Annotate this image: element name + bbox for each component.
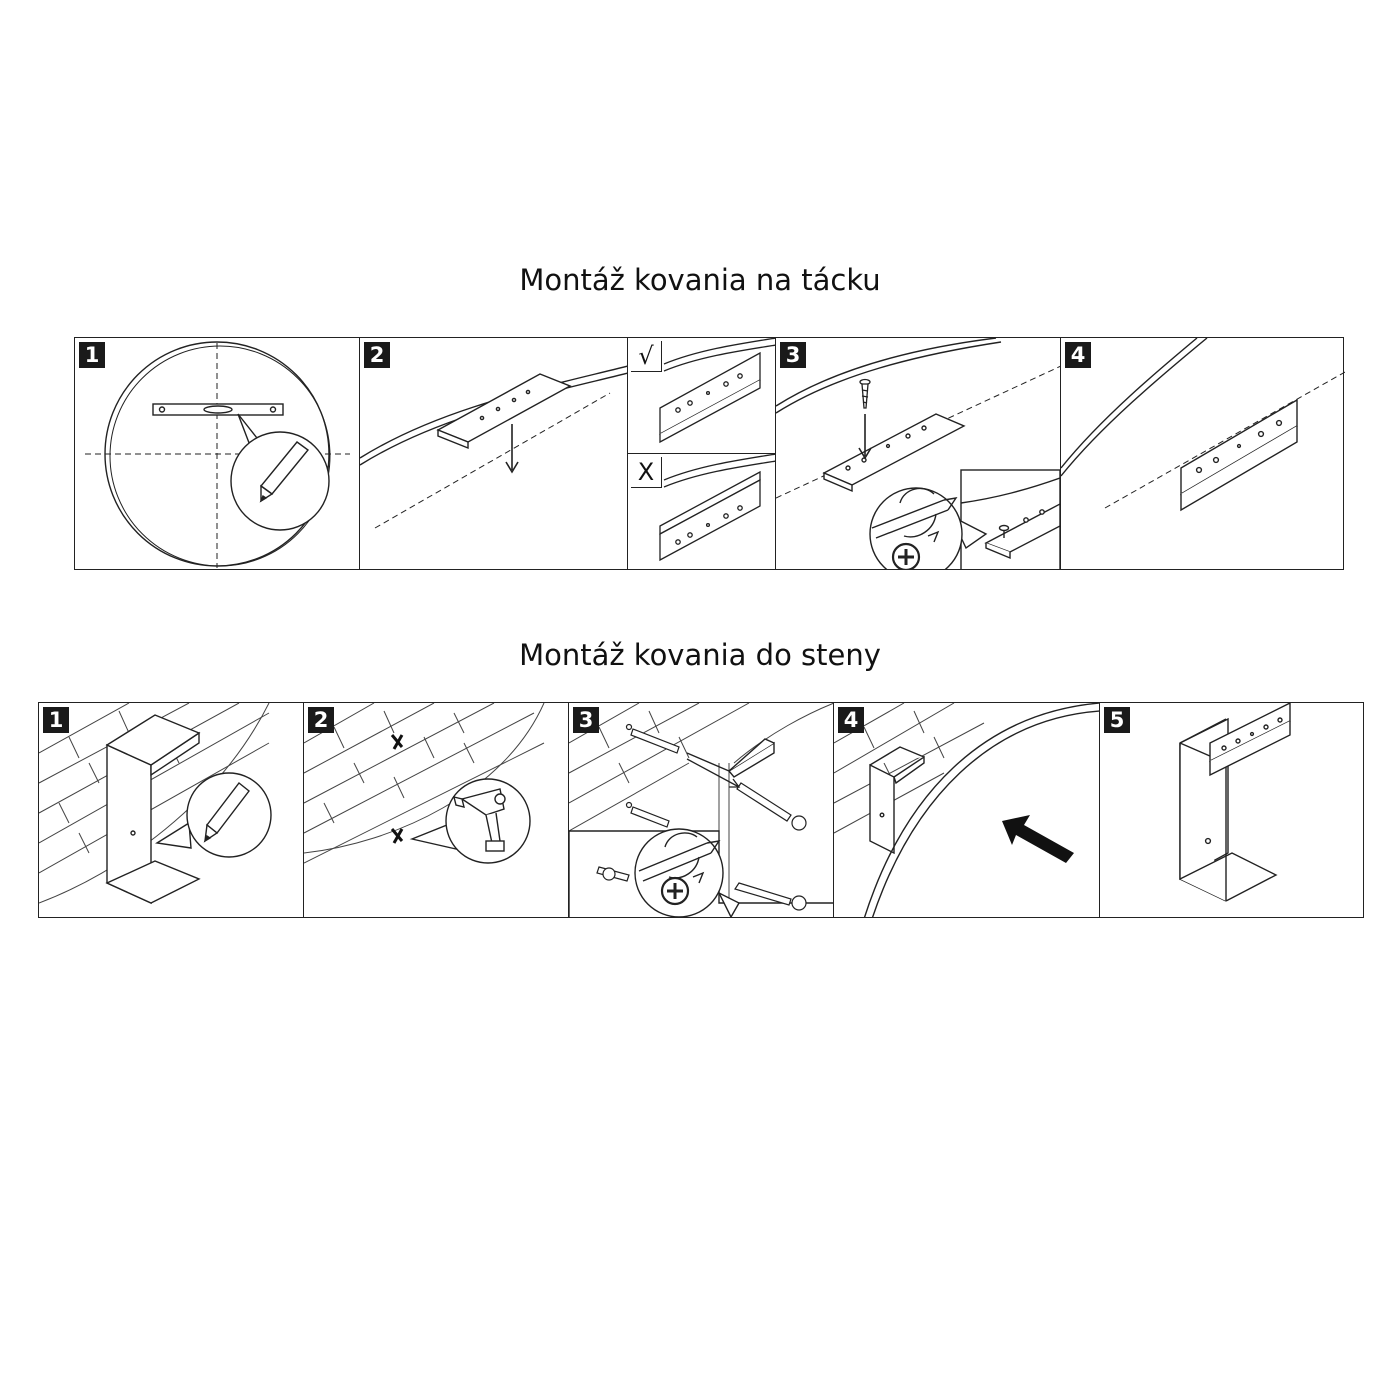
wall-step-2-panel: 2: [304, 703, 569, 917]
mounting-bracket: [822, 413, 966, 493]
step-number-badge: 1: [79, 342, 105, 368]
drill-mark-icon: [390, 734, 404, 844]
tray-step-4-illustration: [1061, 338, 1345, 512]
wall-bracket: [105, 714, 201, 905]
tray-step-2-illustration: [360, 365, 627, 529]
arrow-icon: [686, 758, 741, 788]
mounting-bracket: [436, 373, 572, 450]
bracket-correct: [659, 351, 761, 444]
tray-section-title: Montáž kovania na tácku: [519, 263, 881, 297]
wall-bracket: [869, 746, 925, 855]
wall-step-4-illustration: [834, 703, 1099, 917]
screw-icon: [596, 782, 807, 911]
tray-step-3-panel: 3: [776, 338, 1061, 569]
wall-step-4-panel: 4: [834, 703, 1100, 917]
check-mark-icon: √: [631, 341, 662, 372]
pencil-icon: [259, 441, 310, 503]
step-number-badge: 4: [1065, 342, 1091, 368]
step-number-badge: 5: [1104, 707, 1130, 733]
tray-step-1-panel: 1: [75, 338, 360, 569]
wall-step-3-panel: 3: [569, 703, 834, 917]
wall-section-title: Montáž kovania do steny: [519, 638, 881, 672]
mounted-bracket: [1209, 703, 1291, 777]
arrow-icon: [505, 424, 519, 474]
step-number-badge: 1: [43, 707, 69, 733]
wall-step-5-illustration: [1179, 703, 1291, 902]
pencil-icon: [203, 782, 250, 843]
step-number-badge: 4: [838, 707, 864, 733]
screwdriver-icon: [871, 487, 958, 543]
wrong-orientation-panel: X: [628, 454, 775, 569]
spirit-level-icon: [152, 403, 284, 416]
tray-comparison-panel: √ X: [628, 338, 776, 569]
wall-step-5-panel: 5: [1100, 703, 1365, 917]
screw-icon: [859, 378, 871, 409]
screwdriver-callout: [634, 828, 740, 917]
wall-plug: [625, 723, 680, 828]
wall-instruction-strip: 1 2: [38, 702, 1364, 918]
plus-icon: [660, 876, 690, 906]
step-number-badge: 3: [780, 342, 806, 368]
drill-icon: [453, 788, 506, 852]
wall-bracket: [1179, 717, 1278, 902]
step-number-badge: 3: [573, 707, 599, 733]
step-number-badge: 2: [308, 707, 334, 733]
bracket-wrong: [659, 470, 761, 562]
arrow-icon: [1002, 815, 1074, 863]
wall-step-1-panel: 1: [39, 703, 304, 917]
plus-icon: [891, 542, 921, 569]
mounting-bracket: [1180, 398, 1298, 512]
wall-step-3-illustration: [569, 703, 833, 917]
arrow-icon: [858, 414, 872, 460]
tray-step-1-illustration: [85, 341, 350, 568]
tray-instruction-strip: 1 2: [74, 337, 1345, 570]
cross-mark-icon: X: [631, 457, 662, 488]
wall-step-2-illustration: [304, 703, 545, 864]
tray-step-3-illustration: [776, 338, 1060, 569]
detail-inset: [960, 469, 1060, 569]
wall-step-1-illustration: [39, 703, 272, 905]
screwdriver-callout: [869, 487, 988, 569]
tray-step-2-panel: 2: [360, 338, 628, 569]
tray-step-4-panel: 4: [1061, 338, 1345, 569]
round-tray-edge: [863, 703, 1099, 917]
correct-orientation-panel: √: [628, 338, 775, 454]
step-number-badge: 2: [364, 342, 390, 368]
drill-callout: [409, 778, 531, 864]
